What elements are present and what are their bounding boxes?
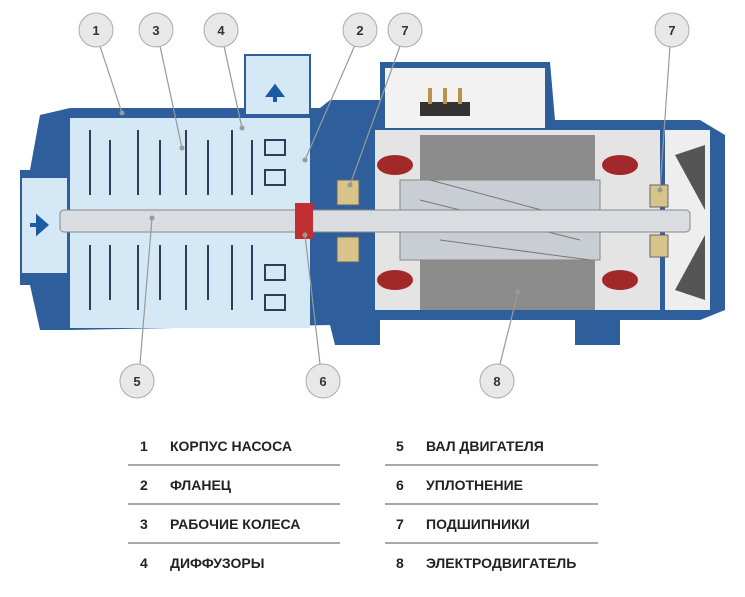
svg-text:7: 7 <box>401 23 408 38</box>
callout: 3 <box>138 12 174 48</box>
legend-item: 6 УПЛОТНЕНИЕ <box>396 466 523 504</box>
inlet-arrow-icon <box>30 213 50 237</box>
impeller-stages <box>89 130 286 311</box>
stator <box>377 135 638 310</box>
outlet <box>244 54 311 116</box>
legend-label: РАБОЧИЕ КОЛЕСА <box>170 516 301 532</box>
callout: 4 <box>203 12 239 48</box>
leader-lines <box>99 44 671 365</box>
legend-number: 3 <box>140 516 148 532</box>
bearing-front <box>336 179 360 206</box>
legend-label: ПОДШИПНИКИ <box>426 516 530 532</box>
pump-cutaway-diagram: 1 3 4 2 7 7 5 6 8 <box>20 12 725 399</box>
callout: 8 <box>479 363 515 399</box>
legend-number: 7 <box>396 516 404 532</box>
legend-item: 8 ЭЛЕКТРОДВИГАТЕЛЬ <box>396 544 576 582</box>
legend-number: 5 <box>396 438 404 454</box>
svg-text:7: 7 <box>668 23 675 38</box>
legend-item: 3 РАБОЧИЕ КОЛЕСА <box>140 505 300 543</box>
legend-label: ДИФФУЗОРЫ <box>170 555 265 571</box>
svg-text:4: 4 <box>217 23 225 38</box>
legend-number: 4 <box>140 555 148 571</box>
callout: 5 <box>119 363 155 399</box>
divider <box>128 503 340 505</box>
svg-text:2: 2 <box>356 23 363 38</box>
legend-item: 7 ПОДШИПНИКИ <box>396 505 530 543</box>
legend-number: 1 <box>140 438 148 454</box>
legend-label: ФЛАНЕЦ <box>170 477 232 493</box>
callout: 2 <box>342 12 378 48</box>
fan <box>675 145 705 300</box>
legend-number: 6 <box>396 477 404 493</box>
divider <box>385 503 598 505</box>
callout: 7 <box>387 12 423 48</box>
mechanical-seal <box>295 203 313 239</box>
outlet-arrow-icon <box>265 83 285 102</box>
legend-number: 8 <box>396 555 404 571</box>
terminal-box <box>385 68 545 128</box>
svg-text:5: 5 <box>133 374 140 389</box>
legend-item: 4 ДИФФУЗОРЫ <box>140 544 264 582</box>
legend-item: 5 ВАЛ ДВИГАТЕЛЯ <box>396 427 544 465</box>
legend-label: ЭЛЕКТРОДВИГАТЕЛЬ <box>426 555 577 571</box>
legend-item: 1 КОРПУС НАСОСА <box>140 427 292 465</box>
divider <box>128 464 340 466</box>
legend-label: КОРПУС НАСОСА <box>170 438 292 454</box>
legend-label: УПЛОТНЕНИЕ <box>426 477 523 493</box>
bearing-rear <box>649 184 669 208</box>
callout: 6 <box>305 363 341 399</box>
callout: 1 <box>78 12 114 48</box>
callout: 7 <box>654 12 690 48</box>
svg-text:1: 1 <box>92 23 99 38</box>
svg-text:8: 8 <box>493 374 500 389</box>
legend-number: 2 <box>140 477 148 493</box>
divider <box>385 464 598 466</box>
divider <box>128 542 340 544</box>
legend-label: ВАЛ ДВИГАТЕЛЯ <box>426 438 544 454</box>
svg-text:6: 6 <box>319 374 326 389</box>
divider <box>385 542 598 544</box>
svg-text:3: 3 <box>152 23 159 38</box>
pump-housing <box>20 54 725 345</box>
shaft <box>59 209 691 233</box>
legend-item: 2 ФЛАНЕЦ <box>140 466 231 504</box>
